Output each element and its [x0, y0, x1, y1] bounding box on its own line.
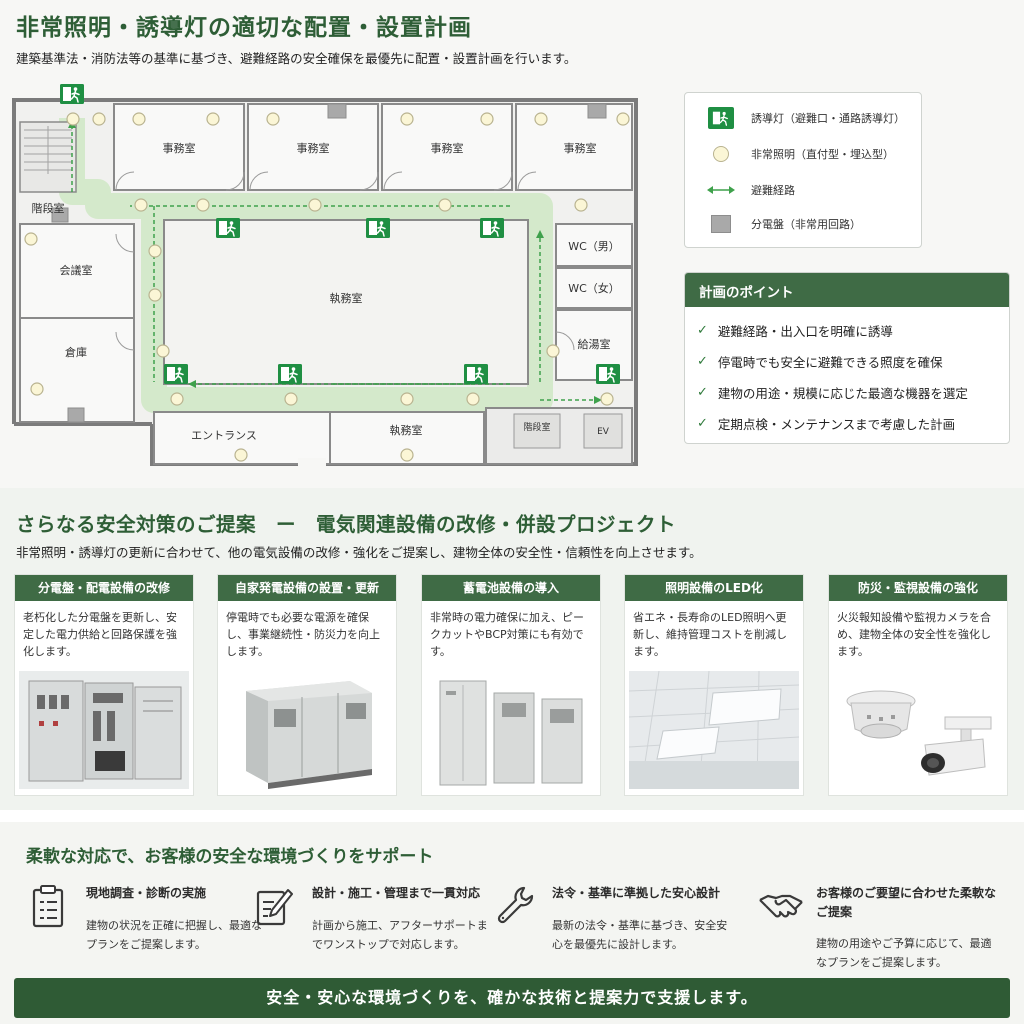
- card-title: 蓄電池設備の導入: [422, 575, 600, 601]
- feature-text: 計画から施工、アフターサポートまでワンストップで対応します。: [312, 919, 488, 951]
- room-label-office: 事務室: [564, 141, 597, 155]
- feature-title: 設計・施工・管理まで一貫対応: [312, 886, 481, 900]
- check-icon: ✓: [697, 323, 708, 338]
- proposal-title: さらなる安全対策のご提案 ー 電気関連設備の改修・併設プロジェクト: [16, 513, 677, 536]
- legend-item: 誘導灯（避難口・通路誘導灯）: [707, 107, 905, 129]
- clipboard-icon: [32, 885, 64, 928]
- pencil-document-icon: [256, 889, 293, 926]
- legend-item: 避難経路: [707, 179, 795, 201]
- plan-points-box: 計画のポイント ✓避難経路・出入口を明確に誘導 ✓停電時でも安全に避難できる照度…: [684, 272, 1010, 444]
- feature-title: 現地調査・診断の実施: [86, 886, 207, 900]
- legend-label: 誘導灯（避難口・通路誘導灯）: [751, 112, 905, 125]
- battery-storage-image: [426, 671, 596, 789]
- room-label-work-room: 執務室: [330, 291, 363, 305]
- room-label-wc-women: WC（女）: [568, 281, 620, 295]
- room-label-work-room: 執務室: [390, 423, 423, 437]
- generator-image: [222, 671, 392, 789]
- led-ceiling-light-image: [629, 671, 799, 789]
- legend-item: 非常照明（直付型・埋込型）: [707, 143, 894, 165]
- card-description: 老朽化した分電盤を更新し、安定した電力供給と回路保護を強化します。: [23, 611, 177, 658]
- plan-point-item: ✓建物の用途・規模に応じた最適な機器を選定: [697, 385, 968, 401]
- card-title: 防災・監視設備の強化: [829, 575, 1007, 601]
- distribution-panel-icon: [711, 215, 731, 233]
- card-description: 省エネ・長寿命のLED照明へ更新し、維持管理コストを削減します。: [633, 611, 787, 658]
- plan-point-item: ✓定期点検・メンテナンスまで考慮した計画: [697, 416, 956, 432]
- feature-item: 現地調査・診断の実施 建物の状況を正確に把握し、最適なプランをご提案します。: [28, 880, 268, 972]
- page-subtitle: 建築基準法・消防法等の基準に基づき、避難経路の安全確保を最優先に配置・設置計画を…: [16, 51, 577, 66]
- room-label-kitchen: 給湯室: [578, 337, 611, 351]
- proposal-card: 蓄電池設備の導入 非常時の電力確保に加え、ピークカットやBCP対策にも有効です。: [421, 574, 601, 796]
- check-icon: ✓: [697, 416, 708, 431]
- bottom-banner: 安全・安心な環境づくりを、確かな技術と提案力で支援します。: [14, 978, 1010, 1018]
- card-description: 火災報知設備や監視カメラを合め、建物全体の安全性を強化します。: [837, 611, 991, 658]
- feature-item: 法令・基準に準拠した安心設計 最新の法令・基準に基づき、安全安心を最優先に設計し…: [494, 880, 734, 972]
- proposal-card: 自家発電設備の設置・更新 停電時でも必要な電源を確保し、事業継続性・防災力を向上…: [217, 574, 397, 796]
- support-title: 柔軟な対応で、お客様の安全な環境づくりをサポート: [26, 847, 434, 867]
- card-description: 非常時の電力確保に加え、ピークカットやBCP対策にも有効です。: [430, 611, 584, 658]
- proposal-card: 照明設備のLED化 省エネ・長寿命のLED照明へ更新し、維持管理コストを削減しま…: [624, 574, 804, 796]
- card-description: 停電時でも必要な電源を確保し、事業継続性・防災力を向上します。: [226, 611, 380, 658]
- legend-item: 分電盤（非常用回路）: [707, 213, 861, 235]
- plan-point-item: ✓避難経路・出入口を明確に誘導: [697, 323, 893, 339]
- exit-sign-icon: [708, 107, 734, 129]
- floor-plan-section: 非常照明・誘導灯の適切な配置・設置計画 建築基準法・消防法等の基準に基づき、避難…: [0, 0, 1024, 488]
- room-label-elevator: EV: [597, 427, 610, 437]
- room-label-entrance: エントランス: [191, 429, 257, 442]
- check-icon: ✓: [697, 354, 708, 369]
- feature-title: 法令・基準に準拠した安心設計: [552, 886, 721, 900]
- feature-title: お客様のご要望に合わせた柔軟なご提案: [816, 886, 997, 919]
- card-title: 分電盤・配電設備の改修: [15, 575, 193, 601]
- legend-label: 非常照明（直付型・埋込型）: [751, 148, 894, 161]
- wrench-icon: [497, 886, 534, 924]
- legend-label: 分電盤（非常用回路）: [751, 218, 861, 231]
- page-title: 非常照明・誘導灯の適切な配置・設置計画: [16, 15, 472, 41]
- room-label-storage: 倉庫: [65, 345, 87, 359]
- handshake-icon: [759, 894, 803, 918]
- floor-plan: 事務室 事務室 事務室 事務室 階段室 会議室 倉庫 執務室 WC（男） WC（…: [12, 84, 638, 468]
- feature-text: 建物の用途やご予算に応じて、最適なプランをご提案します。: [816, 937, 992, 969]
- feature-item: 設計・施工・管理まで一貫対応 計画から施工、アフターサポートまでワンストップで対…: [254, 880, 494, 972]
- emergency-light-icon: [713, 146, 729, 162]
- card-title: 照明設備のLED化: [625, 575, 803, 601]
- plan-points-title: 計画のポイント: [685, 273, 1009, 307]
- feature-text: 建物の状況を正確に把握し、最適なプランをご提案します。: [86, 919, 262, 951]
- room-label-meeting: 会議室: [60, 263, 93, 277]
- room-label-office: 事務室: [297, 141, 330, 155]
- proposal-card: 分電盤・配電設備の改修 老朽化した分電盤を更新し、安定した電力供給と回路保護を強…: [14, 574, 194, 796]
- card-title: 自家発電設備の設置・更新: [218, 575, 396, 601]
- room-label-stairs: 階段室: [32, 201, 65, 215]
- proposal-subtitle: 非常照明・誘導灯の更新に合わせて、他の電気設備の改修・強化をご提案し、建物全体の…: [16, 545, 702, 560]
- legend-label: 避難経路: [751, 184, 795, 197]
- distribution-board-image: [19, 671, 189, 789]
- legend-box: 誘導灯（避難口・通路誘導灯） 非常照明（直付型・埋込型） 避難経路 分電盤（非常…: [684, 92, 922, 248]
- proposal-section: さらなる安全対策のご提案 ー 電気関連設備の改修・併設プロジェクト 非常照明・誘…: [0, 488, 1024, 810]
- feature-text: 最新の法令・基準に基づき、安全安心を最優先に設計します。: [552, 919, 728, 951]
- check-icon: ✓: [697, 385, 708, 400]
- evacuation-route-arrow-icon: [707, 186, 735, 194]
- proposal-card: 防災・監視設備の強化 火災報知設備や監視カメラを合め、建物全体の安全性を強化しま…: [828, 574, 1008, 796]
- room-label-office: 事務室: [431, 141, 464, 155]
- room-label-office: 事務室: [163, 141, 196, 155]
- feature-item: お客様のご要望に合わせた柔軟なご提案 建物の用途やご予算に応じて、最適なプランを…: [758, 880, 1014, 972]
- room-label-wc-men: WC（男）: [568, 240, 620, 253]
- plan-point-item: ✓停電時でも安全に避難できる照度を確保: [697, 354, 943, 370]
- smoke-detector-camera-image: [833, 671, 1003, 789]
- room-label-stairs: 階段室: [523, 421, 550, 433]
